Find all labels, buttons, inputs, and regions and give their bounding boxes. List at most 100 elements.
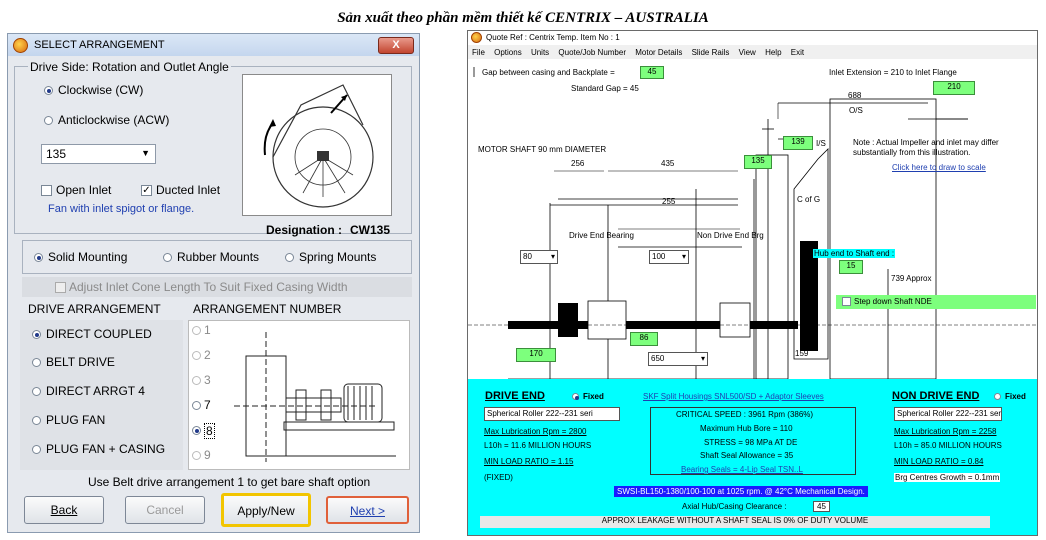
nde-bearing-type-select[interactable]: Spherical Roller 222--231 seri <box>894 407 1002 421</box>
dim-170[interactable]: 170 <box>516 348 556 362</box>
arrangement-9-label: 9 <box>204 448 211 462</box>
arrangement-7-label: 7 <box>204 398 211 412</box>
draw-to-scale-link[interactable]: Click here to draw to scale <box>892 163 986 172</box>
cofg-label: C of G <box>797 195 821 204</box>
ducted-inlet-label: Ducted Inlet <box>156 183 221 197</box>
arrangement-9-radio[interactable] <box>192 451 201 460</box>
next-label: Next > <box>349 504 385 518</box>
spring-mounts-radio[interactable] <box>285 253 294 262</box>
adjust-inlet-label: Adjust Inlet Cone Length To Suit Fixed C… <box>69 280 348 294</box>
close-button[interactable]: X <box>378 37 414 54</box>
left-l10h: L10h = 11.6 MILLION HOURS <box>484 441 592 450</box>
back-button[interactable]: Back <box>24 496 104 524</box>
menu-units[interactable]: Units <box>530 48 550 57</box>
arrangement-8-radio[interactable] <box>192 426 201 435</box>
nde-bearing-type-value: Spherical Roller 222--231 seri <box>897 409 1002 418</box>
inlet-extension-value[interactable]: 210 <box>933 81 975 95</box>
arrangement-1-radio[interactable] <box>192 326 201 335</box>
belt-drive-radio[interactable] <box>32 358 41 367</box>
dim-256: 256 <box>571 159 585 168</box>
dim-139[interactable]: 139 <box>783 136 813 150</box>
drive-end-bearing-label: Drive End Bearing <box>569 231 634 240</box>
quote-app-icon <box>471 32 482 43</box>
cancel-button[interactable]: Cancel <box>125 496 205 524</box>
arrangement-8-label: 8 <box>204 423 215 439</box>
chevron-down-icon: ▾ <box>681 252 686 261</box>
spring-mounts-label: Spring Mounts <box>299 250 377 264</box>
clockwise-radio[interactable] <box>44 86 53 95</box>
max-hub-bore: Maximum Hub Bore = 110 <box>700 424 793 433</box>
hub-value[interactable]: 15 <box>839 260 863 274</box>
back-label: Back <box>50 503 78 517</box>
nde-bearing-size-select[interactable]: 100 ▾ <box>649 250 689 264</box>
menu-file[interactable]: File <box>472 48 485 57</box>
menu-exit[interactable]: Exit <box>790 48 805 57</box>
adjust-inlet-checkbox[interactable] <box>55 282 66 293</box>
plug-fan-label: PLUG FAN <box>46 413 106 427</box>
open-inlet-checkbox[interactable] <box>41 185 52 196</box>
direct-arrgt4-radio[interactable] <box>32 387 41 396</box>
step-down-checkbox[interactable] <box>842 297 851 306</box>
motor-shaft-label: MOTOR SHAFT 90 mm DIAMETER <box>478 145 607 154</box>
plug-fan-casing-radio[interactable] <box>32 445 41 454</box>
arrangement-2-radio[interactable] <box>192 351 201 360</box>
anticlockwise-radio[interactable] <box>44 116 53 125</box>
length-650-select[interactable]: 650▾ <box>648 352 708 366</box>
arrangement-7-radio[interactable] <box>192 401 201 410</box>
apply-new-button[interactable]: Apply/New <box>221 493 311 527</box>
direct-coupled-radio[interactable] <box>32 330 41 339</box>
app-icon <box>13 38 28 53</box>
leakage-note: APPROX LEAKAGE WITHOUT A SHAFT SEAL IS 0… <box>480 516 990 528</box>
dim-135[interactable]: 135 <box>744 155 772 169</box>
arrangement-1-label: 1 <box>204 323 211 337</box>
nde-bearing-size-value: 100 <box>652 252 666 261</box>
arrangement-drawing <box>226 326 406 466</box>
de-bearing-type-value: Spherical Roller 222--231 seri <box>487 409 593 418</box>
right-max-lubrication: Max Lubrication Rpm = 2258 <box>894 427 997 436</box>
angle-value: 135 <box>46 147 67 161</box>
menu-slide-rails[interactable]: Slide Rails <box>691 48 730 57</box>
dim-86[interactable]: 86 <box>630 332 658 346</box>
bearing-seals-link[interactable]: Bearing Seals = 4-Lip Seal TSN..L <box>681 465 803 474</box>
de-bearing-size-select[interactable]: 80▾ <box>520 250 558 264</box>
gap-value[interactable]: 45 <box>640 66 664 79</box>
approx-label: 739 Approx <box>891 274 932 283</box>
de-bearing-type-select[interactable]: Spherical Roller 222--231 seri <box>484 407 620 421</box>
skf-link[interactable]: SKF Split Housings SNL500/SD + Adaptor S… <box>643 392 824 401</box>
dim-435: 435 <box>661 159 675 168</box>
nde-fixed-label: Fixed <box>1005 392 1026 401</box>
is-label: I/S <box>816 139 826 148</box>
menu-view[interactable]: View <box>738 48 756 57</box>
axial-clearance-value[interactable]: 45 <box>813 501 830 512</box>
arrangement-2-label: 2 <box>204 348 211 362</box>
angle-select[interactable]: 135 ▼ <box>41 144 156 164</box>
de-fixed-radio[interactable] <box>572 393 579 400</box>
open-inlet-label: Open Inlet <box>56 183 112 197</box>
menu-options[interactable]: Options <box>494 48 522 57</box>
plug-fan-casing-label: PLUG FAN + CASING <box>46 442 166 456</box>
menu-quote-job-number[interactable]: Quote/Job Number <box>558 48 626 57</box>
step-down-label: Step down Shaft NDE <box>854 297 932 306</box>
ducted-inlet-checkbox[interactable]: ✓ <box>141 185 152 196</box>
arrangement-3-radio[interactable] <box>192 376 201 385</box>
axial-clearance-label: Axial Hub/Casing Clearance : <box>682 502 787 511</box>
menu-motor-details[interactable]: Motor Details <box>635 48 683 57</box>
bearing-info-panel: DRIVE END Fixed SKF Split Housings SNL50… <box>468 379 1037 535</box>
dialog-title: SELECT ARRANGEMENT <box>34 39 165 51</box>
solid-mounting-radio[interactable] <box>34 253 43 262</box>
left-min-load-ratio: MIN LOAD RATIO = 1.15 <box>484 457 574 466</box>
de-fixed-label: Fixed <box>583 392 604 401</box>
plug-fan-radio[interactable] <box>32 416 41 425</box>
quote-titlebar: Quote Ref : Centrix Temp. Item No : 1 <box>468 31 1037 45</box>
fan-diagram <box>242 74 392 216</box>
left-fixed-note: (FIXED) <box>484 473 513 482</box>
drive-options-panel <box>20 320 183 470</box>
nde-fixed-radio[interactable] <box>994 393 1001 400</box>
rubber-mounts-radio[interactable] <box>163 253 172 262</box>
next-button[interactable]: Next > <box>326 496 409 524</box>
standard-gap: Standard Gap = 45 <box>571 84 639 93</box>
seal-allowance: Shaft Seal Allowance = 35 <box>700 451 794 460</box>
cancel-label: Cancel <box>146 503 184 517</box>
menu-help[interactable]: Help <box>765 48 782 57</box>
note-text: Note : Actual Impeller and inlet may dif… <box>853 138 999 157</box>
